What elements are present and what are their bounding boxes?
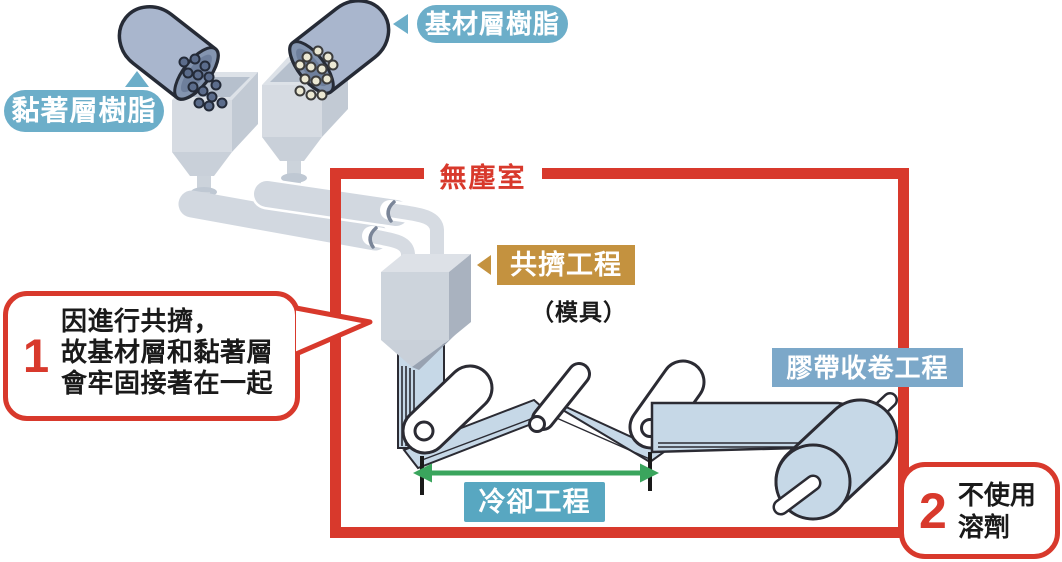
winder-roll [772, 392, 899, 521]
label-cooling: 冷卻工程 [464, 482, 605, 522]
arrowhead-right-icon [640, 463, 659, 483]
label-base-resin: 基材層樹脂 [417, 5, 568, 43]
die-block [381, 254, 471, 370]
feed-pipe-upper [380, 200, 447, 272]
pellets-base [294, 45, 339, 101]
callout-1-text: 因進行共擠， 故基材層和黏著層 會牢固接著在一起 [61, 306, 273, 399]
film-layer-line [421, 413, 545, 461]
guide-roller [528, 362, 591, 433]
callout-1-line3: 會牢固接著在一起 [61, 368, 274, 398]
label-coextrusion: 共擠工程 [497, 245, 635, 285]
callout-1-line2: 故基材層和黏著層 [61, 337, 274, 367]
callout-number-2: 2 [919, 482, 947, 539]
arrowhead-left-icon [413, 463, 432, 483]
pointer-left-tan-icon [477, 255, 491, 275]
pellets-adhesive [178, 53, 228, 112]
callout-2-line1: 不使用 [957, 479, 1036, 510]
callout-coextrusion-note: 1 因進行共擠， 故基材層和黏著層 會牢固接著在一起 [3, 291, 300, 421]
film-layer-line [551, 415, 653, 461]
callout-2-line2: 溶劑 [957, 511, 1010, 542]
pointer-up-teal-icon [125, 71, 149, 87]
cooling-range-arrow [413, 452, 659, 495]
cooling-roller-1 [401, 364, 494, 455]
label-adhesive-resin: 黏著層樹脂 [4, 90, 164, 132]
callout-tail-icon [295, 305, 373, 357]
pointer-left-teal-icon [393, 14, 408, 34]
callout-solvent-note: 2 不使用 溶劑 [899, 462, 1060, 559]
callout-number-1: 1 [23, 329, 50, 382]
callout-2-text: 不使用 溶劑 [958, 479, 1036, 543]
label-winding: 膠帶收卷工程 [772, 348, 963, 387]
label-cleanroom: 無塵室 [424, 159, 542, 193]
label-die: （模具） [531, 299, 627, 325]
extruder-barrel-lower [178, 190, 389, 251]
feed-pipe-lower [362, 226, 418, 288]
callout-1-line1: 因進行共擠， [61, 306, 221, 336]
